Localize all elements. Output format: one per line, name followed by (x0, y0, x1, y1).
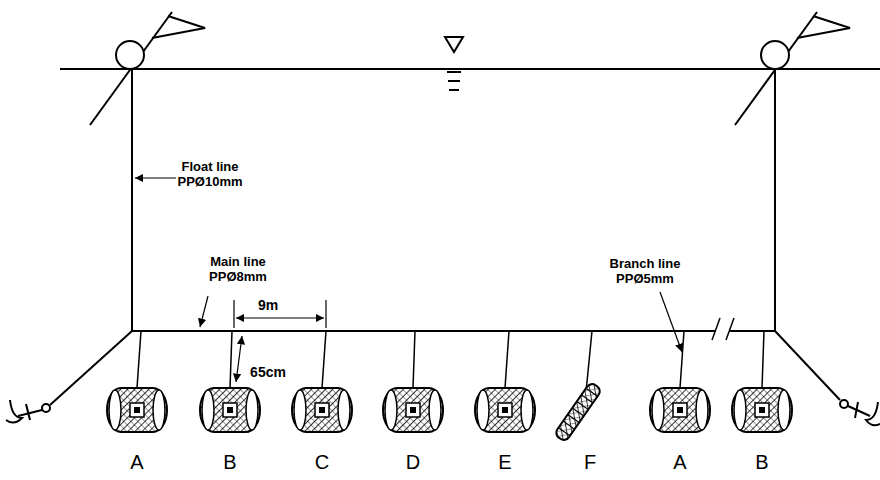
dimension-label: 9m (248, 297, 288, 313)
trap-letter: A (665, 451, 695, 474)
line-spec-label: Main line PPØ8mm (198, 255, 278, 285)
anchor (840, 400, 880, 425)
float-buoy (116, 41, 144, 69)
line-spec-label: Float line PPØ10mm (170, 160, 250, 190)
trap-letter: B (215, 451, 245, 474)
trap-letter: B (747, 451, 777, 474)
trap (732, 331, 792, 432)
traps (107, 331, 792, 442)
trap-letter: F (575, 451, 605, 474)
line-spec-label: Branch line PPØ5mm (595, 257, 695, 287)
dimension-tick (325, 300, 326, 328)
trap-letter: C (307, 451, 337, 474)
break-mark (712, 318, 720, 340)
trap-letter: E (490, 451, 520, 474)
leader-arrow (660, 292, 682, 352)
dimension-line (236, 336, 242, 382)
main-line (132, 330, 716, 332)
float-line (774, 69, 776, 332)
trap (200, 331, 260, 432)
water-level-symbol (449, 89, 459, 91)
water-level-symbol (445, 37, 463, 52)
trap (475, 331, 535, 432)
flag (152, 16, 205, 38)
dimension-marks (135, 178, 682, 382)
water-level-symbol (447, 71, 461, 73)
float-buoy (761, 41, 789, 69)
break-mark (726, 318, 734, 340)
float-line (131, 69, 133, 332)
trap (650, 331, 710, 432)
water-level-symbol (448, 80, 460, 82)
trap (292, 331, 352, 432)
flag (797, 16, 850, 38)
dimension-label: 65cm (243, 364, 293, 380)
water-surface (60, 68, 880, 70)
main-line (730, 330, 775, 332)
trap (107, 331, 167, 432)
dimension-tick (233, 300, 234, 328)
surface-gear (50, 12, 880, 405)
trap (383, 331, 443, 432)
leader-arrow (200, 296, 208, 327)
leader-arrow (135, 177, 176, 178)
trap (554, 331, 602, 442)
dimension-line (236, 317, 324, 318)
trap-letter: A (122, 451, 152, 474)
anchor (6, 400, 50, 423)
trap-letter: D (398, 451, 428, 474)
